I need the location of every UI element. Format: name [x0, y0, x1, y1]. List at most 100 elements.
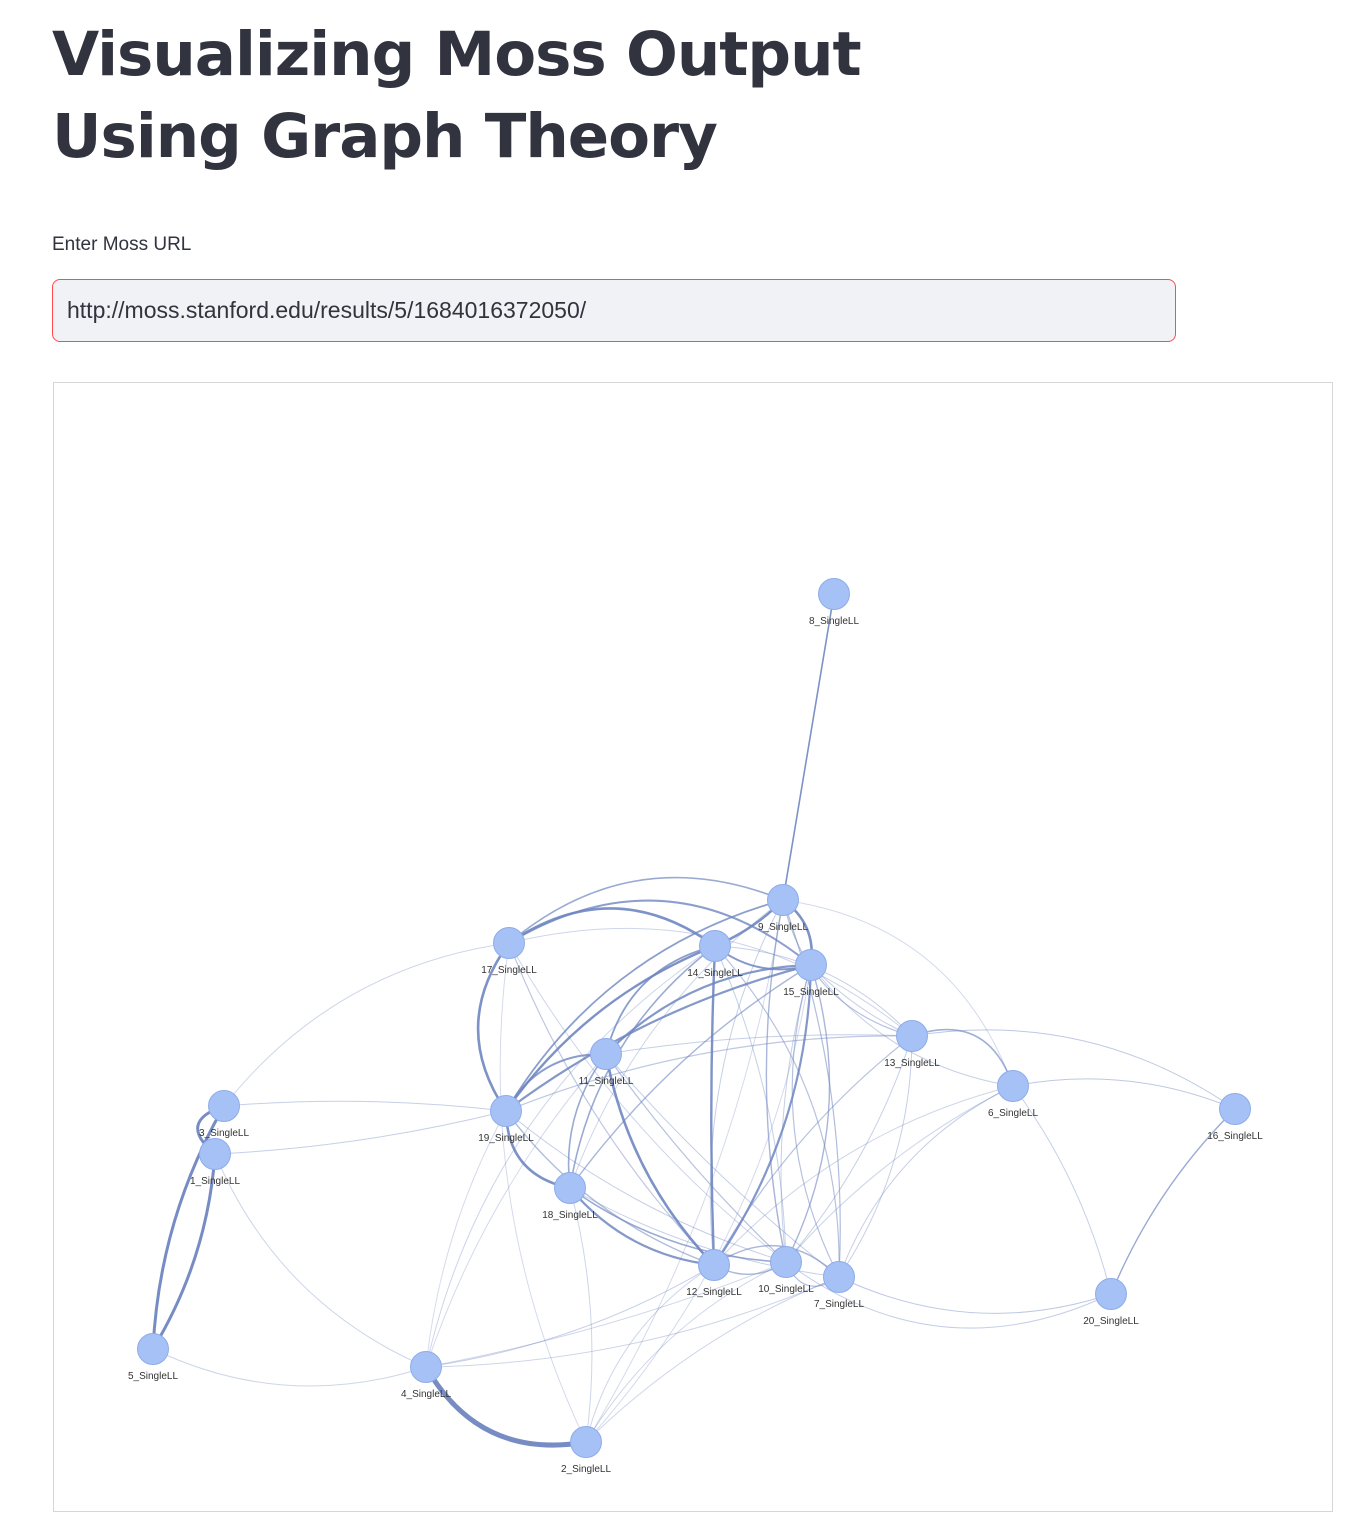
graph-node[interactable]: 11_SingleLL: [579, 1038, 634, 1088]
graph-edge: [605, 963, 812, 1055]
graph-edge: [585, 964, 812, 1443]
graph-node-circle[interactable]: [896, 1020, 928, 1052]
graph-node-circle[interactable]: [1095, 1278, 1127, 1310]
graph-node[interactable]: 15_SingleLL: [783, 949, 839, 999]
graph-edge: [425, 1261, 787, 1368]
graph-node-circle[interactable]: [570, 1426, 602, 1458]
graph-edge: [838, 1035, 913, 1278]
graph-edge: [508, 899, 812, 966]
graph-edge: [713, 1244, 840, 1278]
graph-edge: [505, 963, 812, 1112]
graph-edge: [505, 899, 784, 1112]
graph-node-circle[interactable]: [818, 578, 850, 610]
graph-node[interactable]: 12_SingleLL: [686, 1249, 742, 1299]
graph-edge: [714, 945, 787, 1263]
network-graph[interactable]: 8_SingleLL 9_SingleLL 17_SingleLL 14_Single…: [54, 383, 1334, 1513]
graph-node-circle[interactable]: [137, 1333, 169, 1365]
graph-node-circle[interactable]: [767, 884, 799, 916]
graph-edge: [585, 1261, 787, 1443]
graph-edge: [782, 899, 1014, 1087]
graph-node-label: 4_SingleLL: [401, 1389, 451, 1400]
graph-node[interactable]: 18_SingleLL: [542, 1172, 598, 1222]
graph-edge: [765, 899, 787, 1263]
graph-node[interactable]: 6_SingleLL: [988, 1070, 1038, 1120]
graph-edge: [569, 1187, 593, 1443]
graph-node[interactable]: 1_SingleLL: [190, 1138, 240, 1188]
graph-edge: [499, 942, 587, 1443]
graph-edge: [151, 1105, 226, 1350]
graph-edge: [911, 1029, 1236, 1110]
graph-node-label: 7_SingleLL: [814, 1299, 864, 1310]
graph-node-circle[interactable]: [590, 1038, 622, 1070]
graph-edge: [223, 1100, 507, 1112]
graph-node-label: 3_SingleLL: [199, 1128, 249, 1139]
graph-node-label: 19_SingleLL: [478, 1133, 534, 1144]
graph-edge: [425, 1110, 507, 1368]
graph-node[interactable]: 10_SingleLL: [758, 1246, 814, 1296]
graph-node-label: 16_SingleLL: [1207, 1131, 1263, 1142]
graph-node[interactable]: 9_SingleLL: [758, 884, 808, 934]
graph-node-circle[interactable]: [770, 1246, 802, 1278]
graph-edge: [714, 945, 840, 1278]
graph-edge: [810, 964, 913, 1037]
graph-canvas[interactable]: 8_SingleLL 9_SingleLL 17_SingleLL 14_Single…: [53, 382, 1333, 1512]
graph-node[interactable]: 17_SingleLL: [481, 927, 537, 977]
graph-edge: [569, 899, 784, 1189]
graph-node[interactable]: 13_SingleLL: [884, 1020, 940, 1070]
graph-node[interactable]: 5_SingleLL: [128, 1333, 178, 1383]
graph-node-circle[interactable]: [490, 1095, 522, 1127]
graph-edge: [791, 964, 840, 1278]
graph-edge: [605, 1053, 787, 1263]
graph-edge: [838, 1085, 1014, 1278]
graph-node-circle[interactable]: [795, 949, 827, 981]
graph-node-label: 18_SingleLL: [542, 1210, 598, 1221]
graph-node[interactable]: 3_SingleLL: [199, 1090, 249, 1140]
graph-edge: [709, 899, 784, 1266]
graph-node-circle[interactable]: [199, 1138, 231, 1170]
graph-edge: [710, 945, 717, 1266]
graph-node-circle[interactable]: [554, 1172, 586, 1204]
graph-node-label: 15_SingleLL: [783, 987, 839, 998]
graph-node[interactable]: 2_SingleLL: [561, 1426, 611, 1476]
graph-node-label: 2_SingleLL: [561, 1464, 611, 1475]
graph-edge: [508, 942, 787, 1263]
graph-node-circle[interactable]: [493, 927, 525, 959]
graph-edge: [713, 964, 813, 1266]
graph-node[interactable]: 19_SingleLL: [478, 1095, 534, 1145]
graph-node-circle[interactable]: [823, 1261, 855, 1293]
graph-edge: [505, 1035, 913, 1112]
graph-edge: [713, 1085, 1014, 1266]
graph-edge: [785, 1085, 1014, 1263]
page-title: Visualizing Moss Output Using Graph Theo…: [52, 19, 862, 172]
graph-node[interactable]: 14_SingleLL: [687, 930, 743, 980]
graph-edge: [780, 964, 812, 1263]
graph-node-circle[interactable]: [699, 930, 731, 962]
graph-node-label: 13_SingleLL: [884, 1058, 940, 1069]
graph-node-label: 14_SingleLL: [687, 968, 743, 979]
graph-node[interactable]: 16_SingleLL: [1207, 1093, 1263, 1143]
graph-node[interactable]: 20_SingleLL: [1083, 1278, 1139, 1328]
graph-edge: [425, 945, 716, 1368]
graph-node-circle[interactable]: [1219, 1093, 1251, 1125]
graph-edge: [911, 1028, 1014, 1087]
graph-edge: [508, 876, 784, 944]
moss-url-input[interactable]: [52, 279, 1176, 342]
graph-edge: [585, 899, 784, 1443]
graph-edge: [505, 1110, 787, 1263]
graph-node[interactable]: 8_SingleLL: [809, 578, 859, 628]
graph-node-circle[interactable]: [208, 1090, 240, 1122]
graph-edge: [569, 1187, 787, 1263]
graph-node[interactable]: 7_SingleLL: [814, 1261, 864, 1311]
graph-edge: [214, 1153, 427, 1368]
graph-node-circle[interactable]: [997, 1070, 1029, 1102]
graph-edge: [223, 942, 510, 1107]
graph-edge: [505, 1110, 715, 1266]
graph-edge: [569, 964, 812, 1189]
graph-edge: [605, 945, 716, 1055]
graph-edge: [425, 1264, 715, 1368]
graph-node-circle[interactable]: [410, 1351, 442, 1383]
graph-node-circle[interactable]: [698, 1249, 730, 1281]
graph-node[interactable]: 4_SingleLL: [401, 1351, 451, 1401]
graph-edge: [569, 1187, 715, 1267]
graph-node-label: 12_SingleLL: [686, 1287, 742, 1298]
